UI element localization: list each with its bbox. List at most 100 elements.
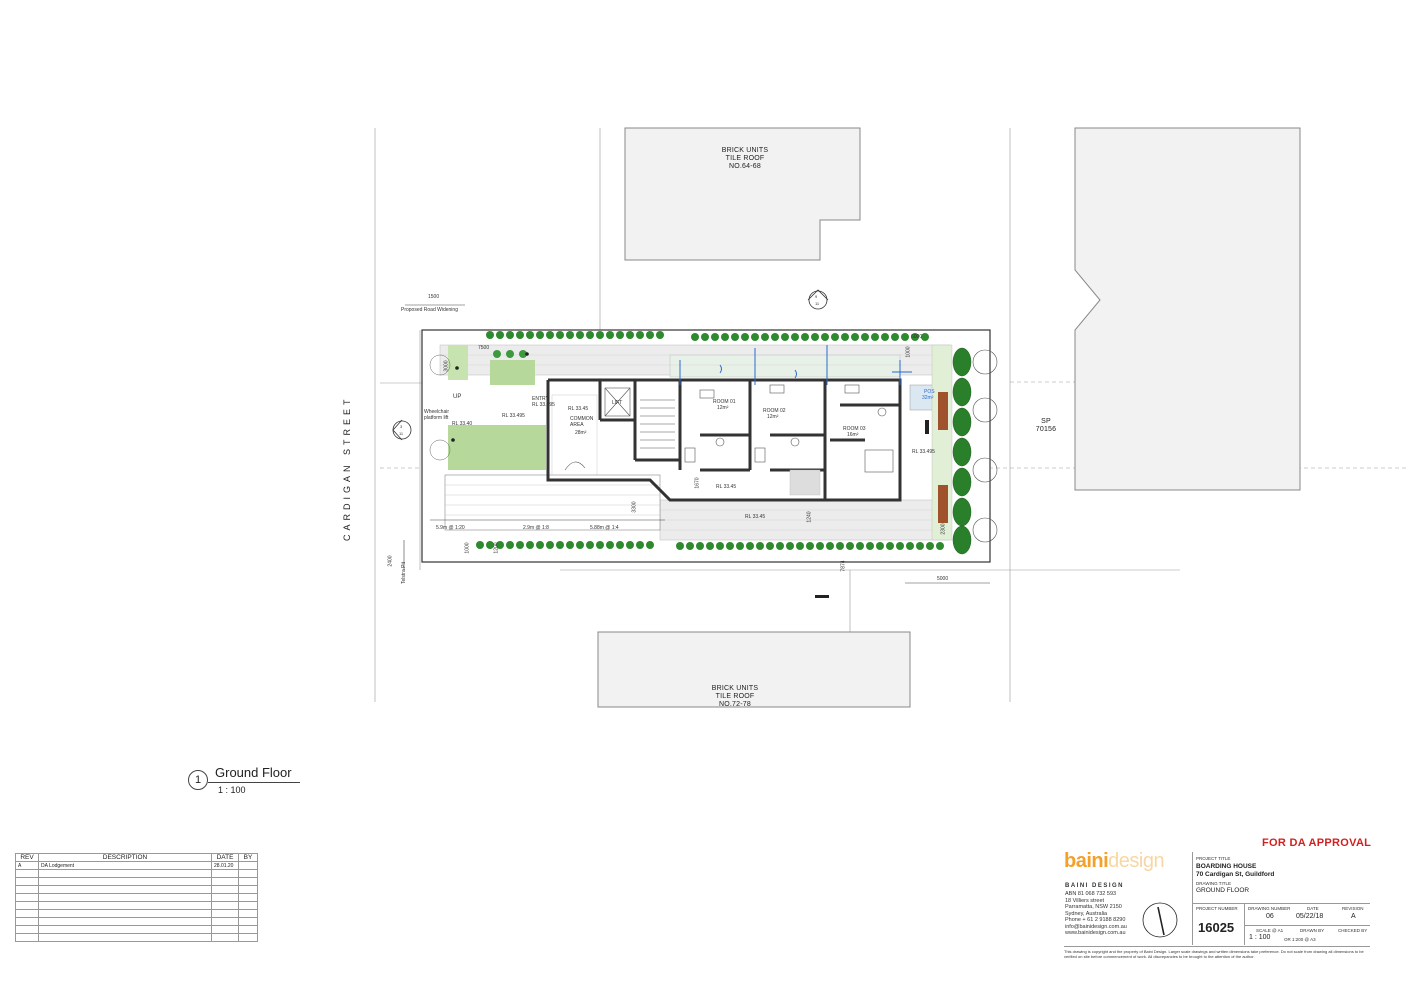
drawn-by-label: DRAWN BY <box>1300 928 1325 933</box>
trees-outline <box>972 349 998 543</box>
section-top-sheet: 11 <box>815 301 820 306</box>
neighbour-building-top <box>624 127 861 261</box>
street-name: CARDIGAN STREET <box>342 395 352 541</box>
ramp-label: 5.88m @ 1:4 <box>590 525 619 531</box>
neighbour-top-label: BRICK UNITS TILE ROOF NO.64-68 <box>700 147 790 171</box>
description-header: DESCRIPTION <box>38 853 212 862</box>
pos-area <box>909 384 936 411</box>
logo-part: baini <box>1064 850 1109 872</box>
table-row <box>15 917 258 926</box>
table-row <box>15 901 258 910</box>
table-row: A DA Lodgement 28.01.20 <box>15 861 258 870</box>
view-scale: 1 : 100 <box>218 785 246 795</box>
room-03-name: ROOM 03 <box>843 426 866 432</box>
level-rl: RL 33.495 <box>532 402 555 408</box>
firm-line: info@bainidesign.com.au <box>1065 923 1127 930</box>
firm-line: Sydney, Australia <box>1065 910 1108 917</box>
description-cell: DA Lodgement <box>38 861 212 870</box>
label-line: BRICK UNITS <box>711 685 759 692</box>
stairs <box>640 399 675 449</box>
baini-design-logo: bainidesign <box>1064 850 1165 873</box>
dimension: 6000 <box>911 334 923 340</box>
table-row <box>15 869 258 878</box>
section-top-num: 9 <box>815 294 818 299</box>
drawing-number-label: DRAWING NUMBER <box>1248 906 1291 911</box>
pos-area-label: 32m² <box>922 395 934 401</box>
project-title-label: PROJECT TITLE <box>1196 856 1231 861</box>
dimension: 1670 <box>694 477 701 489</box>
level-rl: RL 33.495 <box>502 413 525 419</box>
date-value: 05/22/18 <box>1296 913 1324 920</box>
table-row <box>15 885 258 894</box>
neighbour-building-bottom <box>597 631 911 708</box>
section-left-sheet: 11 <box>399 431 404 436</box>
by-cell <box>238 861 258 870</box>
scale-value: 1 : 100 <box>1249 934 1271 941</box>
level-rl: RL 33.495 <box>912 449 935 455</box>
table-row <box>15 933 258 942</box>
table-row <box>15 909 258 918</box>
logo-part: design <box>1108 850 1165 872</box>
title-block-panel <box>1192 852 1371 945</box>
drawing-title-label: DRAWING TITLE <box>1196 881 1232 886</box>
hedge-top <box>486 331 929 341</box>
room-01-area: 12m² <box>717 405 729 411</box>
lawn-2 <box>448 425 546 470</box>
road-widening-label: Proposed Road Widening <box>401 307 458 313</box>
label-line: TILE ROOF <box>725 155 765 162</box>
label-line: 70156 <box>1035 426 1057 433</box>
drawing-title: GROUND FLOOR <box>1196 887 1250 894</box>
dimension: 3000 <box>443 360 450 372</box>
by-header: BY <box>238 853 258 862</box>
revision-value: A <box>1351 913 1356 920</box>
rev-header: REV <box>15 853 39 862</box>
hedge-bottom <box>476 541 944 550</box>
entry-label: ENTRY <box>532 396 549 402</box>
section-left-num: 3 <box>400 424 403 429</box>
firm-line: ABN 81 068 732 593 <box>1065 891 1117 897</box>
planters <box>938 392 948 523</box>
lawn-1 <box>490 360 535 385</box>
room-01-name: ROOM 01 <box>713 399 736 405</box>
revision-header-row: REV DESCRIPTION DATE BY <box>15 853 258 862</box>
table-row <box>15 925 258 934</box>
date-label: DATE <box>1307 906 1319 911</box>
label-line: NO.72-78 <box>719 701 751 708</box>
label-line: TILE ROOF <box>715 693 755 700</box>
ramp-label: 5.9m @ 1:20 <box>436 525 465 531</box>
road-widening-dim: 1500 <box>428 294 440 300</box>
dimension: 3300 <box>631 501 638 513</box>
label-line: NO.64-68 <box>729 163 761 170</box>
rev-cell: A <box>15 861 39 870</box>
scale-a3: OR 1:200 @ A3 <box>1284 937 1316 942</box>
dimension: 7874 <box>840 560 847 572</box>
up-label: UP <box>453 394 462 400</box>
dimension: 1000 <box>464 542 471 554</box>
room-02-area: 12m² <box>767 414 779 420</box>
revision-table: REV DESCRIPTION DATE BY A DA Lodgement 2… <box>15 853 258 942</box>
level-rl: RL 33.45 <box>716 484 737 490</box>
telstra-pit-label: Telstra Pit <box>400 562 407 584</box>
divider <box>1244 925 1370 926</box>
neighbour-right-label: SP 70156 <box>1026 418 1066 434</box>
revision-label: REVISION <box>1342 906 1364 911</box>
firm-line: Parramatta, NSW 2150 <box>1065 904 1122 910</box>
section-marker-left <box>392 419 412 441</box>
label-line: SP <box>1041 418 1051 425</box>
room-02-name: ROOM 02 <box>763 408 786 414</box>
pos-label: POS <box>924 389 935 395</box>
dimension: 1240 <box>806 511 813 523</box>
table-row <box>15 877 258 886</box>
common-area-size: 28m² <box>575 430 587 436</box>
room-03-area: 16m² <box>847 432 859 438</box>
drawing-number: 06 <box>1266 913 1274 920</box>
firm-line: 18 Villiers street <box>1065 897 1105 904</box>
project-title: BOARDING HOUSE <box>1196 863 1257 870</box>
da-approval-stamp: FOR DA APPROVAL <box>1262 837 1372 849</box>
lift-label: LIFT <box>612 400 623 406</box>
dimension: 1200 <box>493 542 500 554</box>
view-number: 1 <box>188 770 208 790</box>
level-rl: RL 33.45 <box>568 406 589 412</box>
hedge-right <box>952 347 972 555</box>
